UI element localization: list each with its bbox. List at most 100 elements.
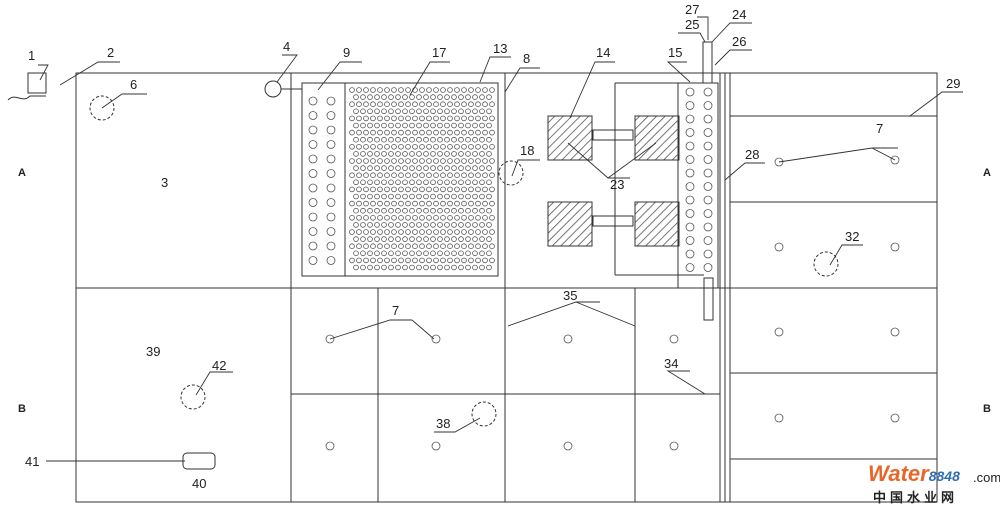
label-32: 32 <box>845 229 859 244</box>
media-hole <box>489 257 495 264</box>
media-hole <box>377 115 383 122</box>
vertical-pipe-top <box>702 41 713 84</box>
media-hole <box>451 165 457 171</box>
media-hole <box>423 136 429 143</box>
media-hole <box>388 136 394 143</box>
media-hole <box>475 87 481 93</box>
filter-hole <box>308 256 318 265</box>
media-hole <box>349 186 355 193</box>
media-hole <box>356 200 362 207</box>
leader-24 <box>711 22 752 43</box>
media-hole <box>472 264 478 271</box>
media-hole <box>356 158 362 164</box>
filter-hole <box>326 111 336 120</box>
media-hole <box>468 101 474 107</box>
media-hole <box>423 236 429 242</box>
media-hole <box>381 250 387 257</box>
media-hole <box>489 129 495 136</box>
media-hole <box>419 87 425 93</box>
media-hole <box>388 179 394 186</box>
media-hole <box>479 165 485 171</box>
diffuser <box>774 242 784 252</box>
media-hole <box>433 172 439 179</box>
media-hole <box>374 222 380 228</box>
media-hole <box>360 94 366 100</box>
mixer-18 <box>498 160 524 186</box>
label-40: 40 <box>192 476 206 491</box>
media-hole <box>458 236 464 242</box>
media-hole <box>454 257 460 264</box>
media-hole <box>353 108 359 115</box>
media-hole <box>468 144 474 150</box>
media-hole <box>423 222 429 228</box>
media-hole <box>377 257 383 264</box>
media-hole <box>409 136 415 143</box>
media-hole <box>370 129 376 136</box>
media-hole <box>479 151 485 157</box>
media-hole <box>479 222 485 228</box>
media-hole <box>402 236 408 242</box>
membrane-hole <box>703 209 713 218</box>
filter-hole <box>326 241 336 251</box>
media-hole <box>430 136 436 143</box>
media-hole <box>363 257 369 264</box>
media-hole <box>384 144 390 150</box>
media-hole <box>374 179 380 186</box>
media-hole <box>479 108 485 115</box>
media-hole <box>430 94 436 100</box>
media-hole <box>465 207 471 214</box>
media-hole <box>433 115 439 122</box>
membrane-hole <box>685 209 695 218</box>
media-hole <box>391 229 397 235</box>
media-hole <box>468 257 474 264</box>
leader-8 <box>504 67 540 93</box>
media-hole <box>468 115 474 122</box>
media-hole <box>409 236 415 242</box>
media-hole <box>367 165 373 171</box>
label-34: 34 <box>664 356 678 371</box>
media-hole <box>472 179 478 186</box>
label-23: 23 <box>610 177 624 192</box>
media-hole <box>381 193 387 200</box>
media-hole <box>388 250 394 257</box>
media-hole <box>374 250 380 257</box>
media-hole <box>398 257 404 264</box>
media-hole <box>447 144 453 150</box>
label-27: 27 <box>685 2 699 17</box>
media-hole <box>433 229 439 235</box>
media-hole <box>433 87 439 93</box>
media-hole <box>433 129 439 136</box>
media-hole <box>444 136 450 143</box>
media-hole <box>437 122 443 129</box>
media-hole <box>356 115 362 122</box>
label-3: 3 <box>161 175 168 190</box>
diffuser <box>890 413 900 423</box>
media-hole <box>472 207 478 214</box>
media-hole <box>419 257 425 264</box>
media-hole <box>405 215 411 221</box>
diffuser <box>431 441 441 451</box>
media-hole <box>398 243 404 250</box>
filter-hole <box>326 125 336 135</box>
media-hole <box>363 144 369 150</box>
media-hole <box>482 129 488 136</box>
filter-hole <box>326 154 336 164</box>
media-hole <box>489 115 495 122</box>
media-hole <box>423 122 429 129</box>
media-hole <box>430 193 436 200</box>
label-39: 39 <box>146 344 160 359</box>
media-hole <box>479 236 485 242</box>
media-hole <box>374 264 380 271</box>
media-hole <box>367 108 373 115</box>
media-hole <box>381 136 387 143</box>
media-hole <box>458 222 464 228</box>
media-hole <box>447 215 453 221</box>
media-hole <box>486 222 492 228</box>
media-hole <box>356 229 362 235</box>
media-hole <box>430 165 436 171</box>
media-hole <box>451 264 457 271</box>
media-hole <box>419 101 425 107</box>
media-hole <box>447 87 453 93</box>
filter-hole <box>308 241 318 251</box>
media-hole <box>482 200 488 207</box>
